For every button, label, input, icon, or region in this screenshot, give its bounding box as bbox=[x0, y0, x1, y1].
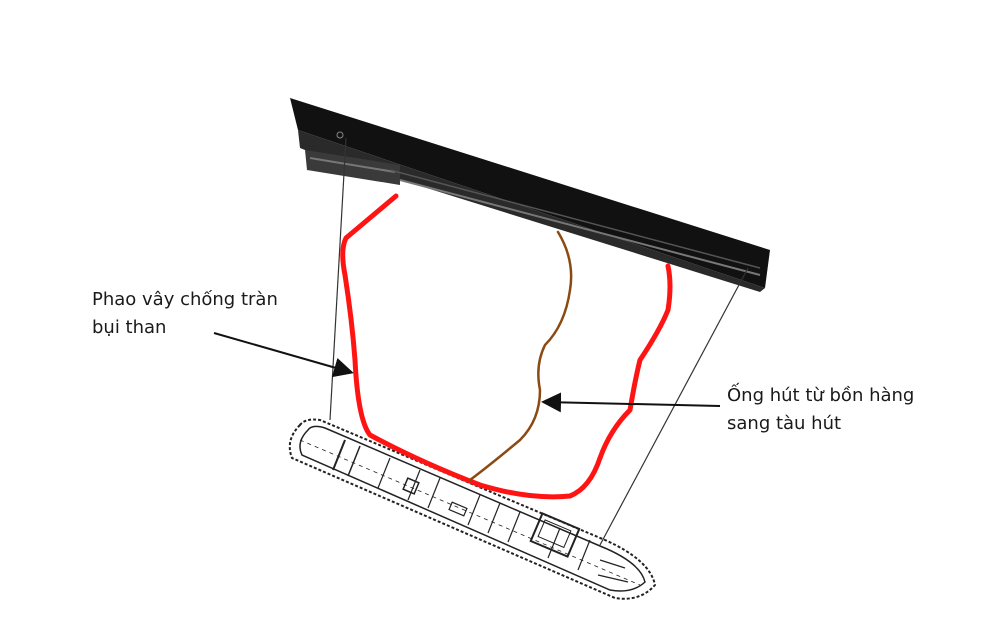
boom-label-line2: bụi than bbox=[92, 317, 167, 338]
cargo-barge bbox=[290, 98, 770, 292]
suction-vessel bbox=[288, 418, 657, 600]
boom-label: Phao vây chống tràn bụi than bbox=[92, 286, 278, 342]
hose-label: Ống hút từ bồn hàng sang tàu hút bbox=[727, 382, 914, 438]
hose-label-line2: sang tàu hút bbox=[727, 413, 842, 434]
boom-pointer-arrow bbox=[213, 332, 354, 378]
containment-boom bbox=[340, 193, 673, 500]
hose-label-line1: Ống hút từ bồn hàng bbox=[727, 385, 915, 406]
suction-hose bbox=[468, 230, 573, 482]
hose-pointer-arrow bbox=[541, 392, 721, 413]
boom-label-line1: Phao vây chống tràn bbox=[92, 289, 278, 310]
